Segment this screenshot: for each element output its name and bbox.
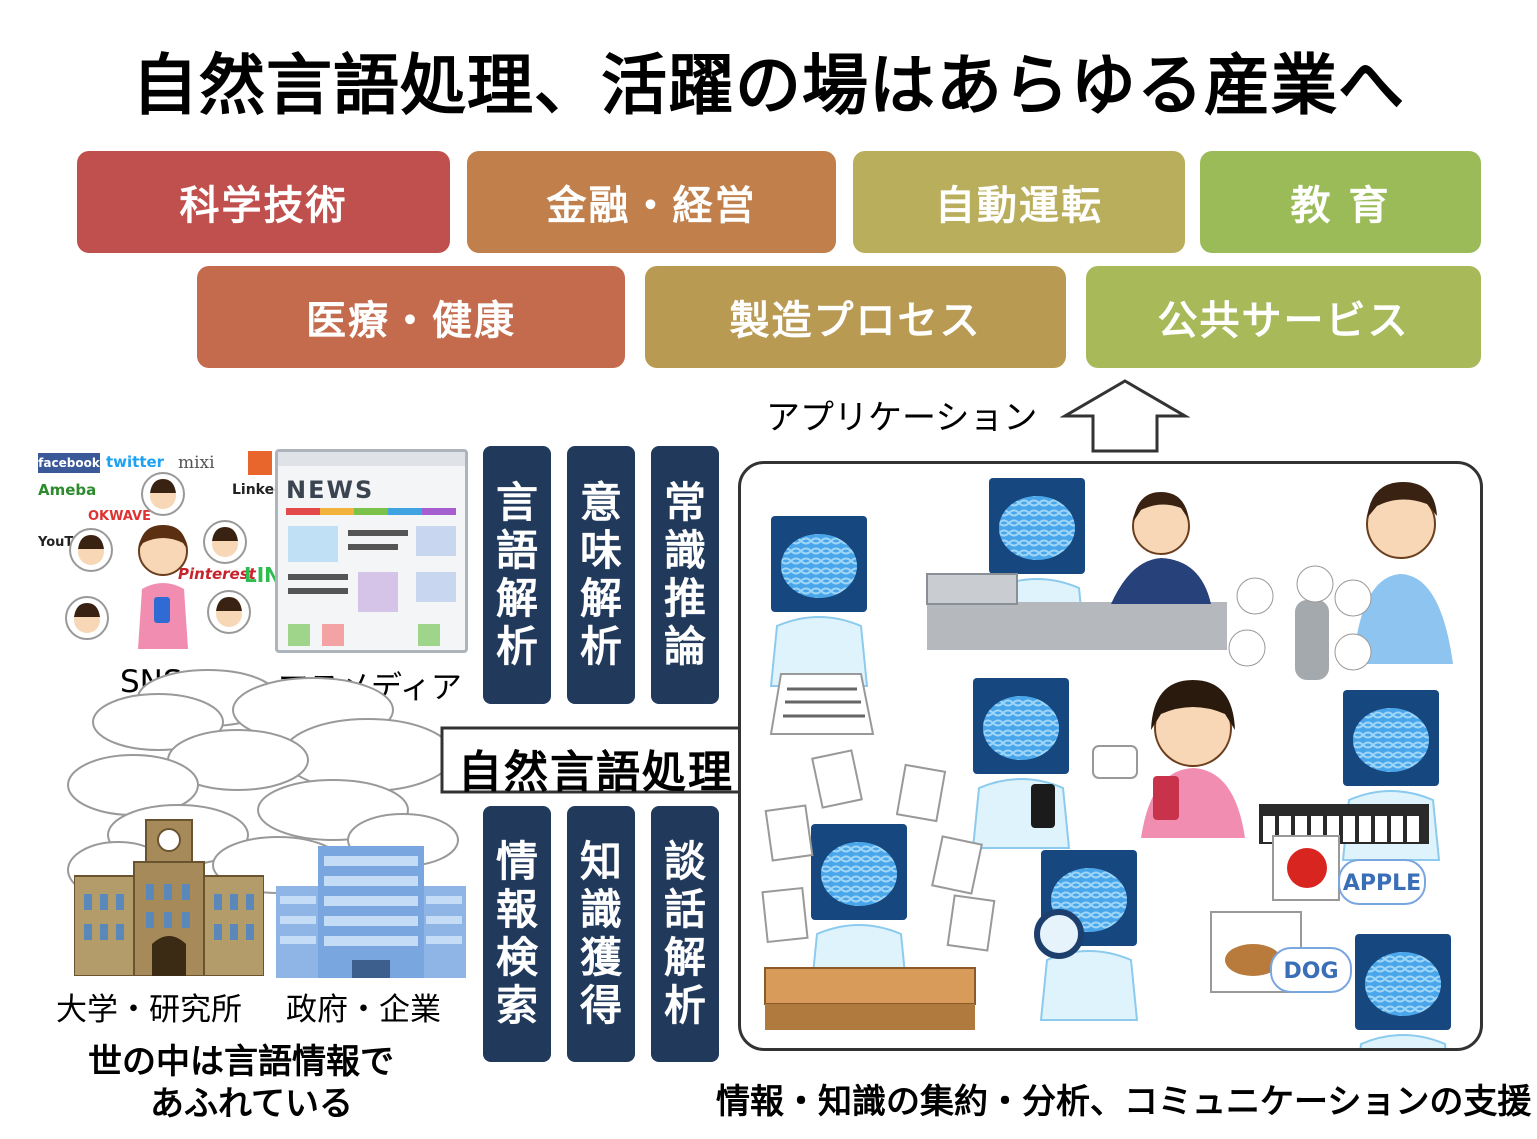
face-bubble-icon [65, 596, 109, 640]
mixi-logo: mixi [178, 453, 215, 473]
industry-kyoiku: 教 育 [1200, 151, 1481, 253]
office-building-icon [276, 846, 466, 978]
caption-right: 情報・知識の集約・分析、コミュニケーションの支援 [716, 1082, 1532, 1122]
application-label: アプリケーション [766, 398, 1038, 438]
task-danwa-kaiseki: 談話解析 [651, 806, 719, 1062]
news-logo: NEWS [286, 476, 375, 504]
page-title: 自然言語処理、活躍の場はあらゆる産業へ [132, 47, 1405, 124]
news-image [288, 526, 338, 562]
news-page-illustration: NEWS [275, 449, 468, 653]
industry-kinyu: 金融・経営 [467, 151, 836, 253]
industry-kokyo: 公共サービス [1086, 266, 1481, 368]
university-building-icon [74, 819, 264, 976]
industry-jidou: 自動運転 [853, 151, 1185, 253]
face-bubble-icon [69, 528, 113, 572]
government-label: 政府・企業 [286, 992, 441, 1028]
linkedin-logo: Linked [232, 482, 285, 498]
apple-label: APPLE [1343, 871, 1421, 896]
browser-bar [278, 452, 465, 466]
task-chishiki-kakutoku: 知識獲得 [567, 806, 635, 1062]
industry-iryo: 医療・健康 [197, 266, 625, 368]
face-bubble-icon [207, 590, 251, 634]
okwave-logo: OKWAVE [88, 509, 152, 524]
facebook-logo: facebook [38, 453, 100, 473]
task-joshiki-suiron: 常識推論 [651, 446, 719, 704]
caption-left-line1: 世の中は言語情報で [88, 1042, 394, 1082]
color-stripe [286, 508, 456, 515]
woman-phone-icon [138, 525, 188, 649]
dog-label: DOG [1283, 959, 1338, 984]
task-gengo-kaiseki: 言語解析 [483, 446, 551, 704]
face-bubble-icon [203, 520, 247, 564]
ai-robots-illustration: APPLE DOG [761, 477, 1453, 1048]
caption-left-line2: あふれている [150, 1084, 353, 1124]
university-label: 大学・研究所 [56, 992, 242, 1028]
up-arrow-icon [1060, 379, 1190, 453]
pinterest-logo: Pinterest [178, 565, 256, 583]
google-logo-fragment [248, 451, 272, 475]
twitter-logo: twitter [106, 453, 165, 471]
nlp-label: 自然言語処理 [458, 747, 734, 798]
industry-kagaku: 科学技術 [77, 151, 450, 253]
task-joho-kensaku: 情報検索 [483, 806, 551, 1062]
application-illustration-frame: APPLE DOG [738, 461, 1483, 1051]
face-bubble-icon [141, 472, 185, 516]
industry-seizo: 製造プロセス [645, 266, 1066, 368]
ameba-logo: Ameba [38, 481, 97, 499]
task-imi-kaiseki: 意味解析 [567, 446, 635, 704]
sns-logo-collage: facebook twitter mixi Ameba Linked OKWAV… [36, 449, 295, 649]
